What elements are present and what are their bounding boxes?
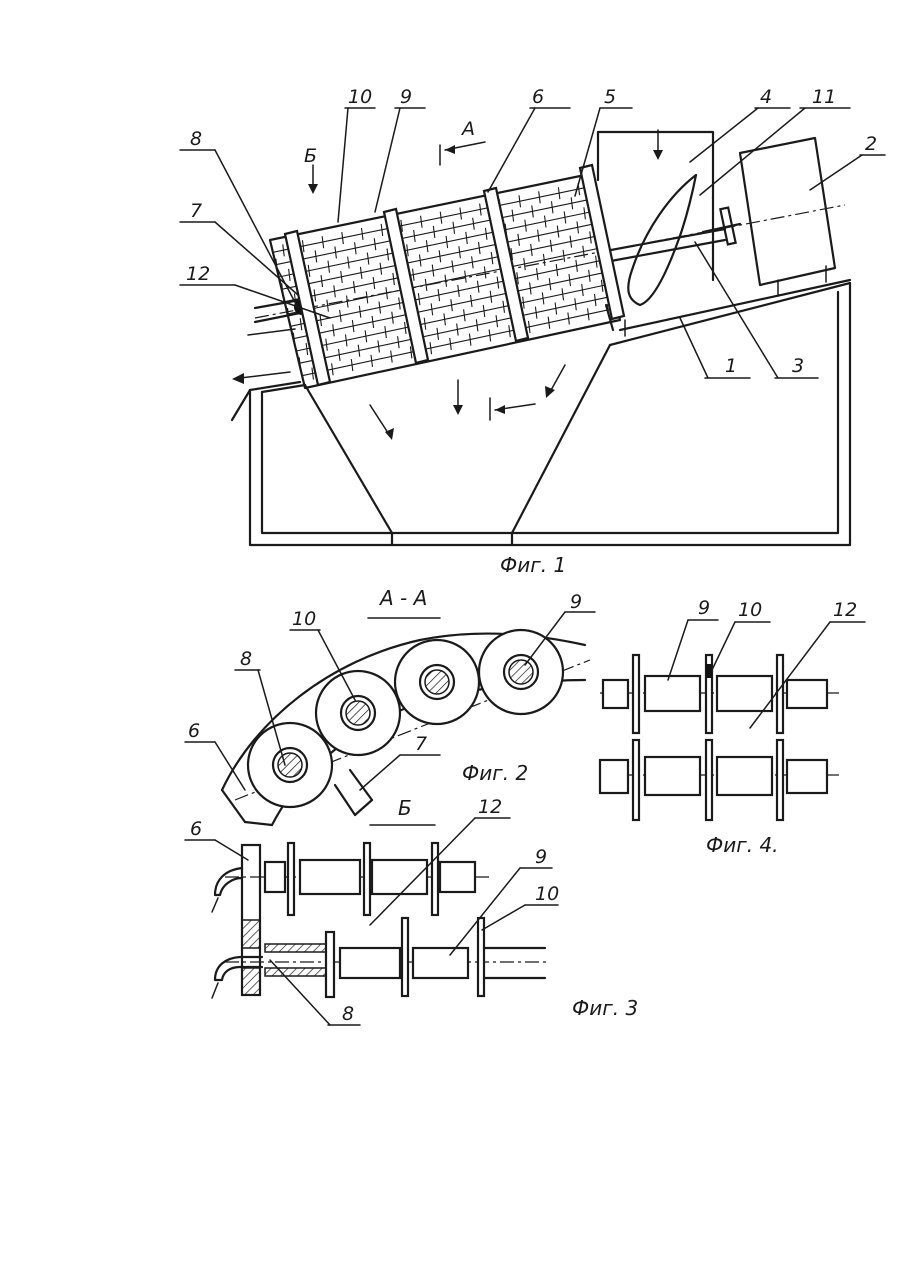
fig4-label-9: 9 <box>698 597 710 619</box>
fig4-lower-shaft <box>600 740 840 820</box>
fig3-label-8: 8 <box>342 1003 354 1025</box>
fig1-label-6: 6 <box>532 86 544 108</box>
fig1-caption: Фиг. 1 <box>500 553 566 577</box>
fig1-label-4: 4 <box>760 86 772 108</box>
fig2-caption: Фиг. 2 <box>462 761 528 785</box>
fig3-view-title: Б <box>398 796 412 820</box>
fig2-label-10: 10 <box>292 608 316 630</box>
fig2-drawing: А - А 8 <box>185 586 595 825</box>
fig1-label-7: 7 <box>190 200 202 222</box>
fig3-label-9: 9 <box>535 846 547 868</box>
fig1-label-2: 2 <box>865 133 877 155</box>
fig2-label-8: 8 <box>240 648 252 670</box>
fig3-caption: Фиг. 3 <box>572 996 638 1020</box>
fig1-motor <box>740 138 835 296</box>
fig2-section-title: А - А <box>378 586 427 610</box>
fig1-label-11: 11 <box>812 86 836 108</box>
fig1-leaders <box>180 108 885 378</box>
fig3-drawing: Б 6 12 9 <box>185 796 638 1025</box>
fig3-label-10: 10 <box>535 883 559 905</box>
fig4-label-12: 12 <box>833 599 857 621</box>
fig1-label-5: 5 <box>604 86 616 108</box>
fig1-label-12: 12 <box>186 263 210 285</box>
fig1-drawing: 10 9 6 5 4 11 2 8 7 12 1 3 А Б Фиг. 1 <box>180 86 885 577</box>
fig1-label-3: 3 <box>792 355 804 377</box>
fig1-view-A: А <box>460 118 475 140</box>
fig2-label-9: 9 <box>570 591 582 613</box>
fig2-label-7: 7 <box>415 733 427 755</box>
fig2-label-6: 6 <box>188 720 200 742</box>
fig3-label-6: 6 <box>190 818 202 840</box>
fig4-upper-shaft <box>600 655 840 733</box>
fig1-screen-drum <box>255 165 845 388</box>
fig1-frame <box>232 280 850 545</box>
fig4-label-10: 10 <box>738 599 762 621</box>
fig3-label-12: 12 <box>478 796 502 818</box>
fig4-drawing: 9 10 12 Фиг. 4. <box>600 597 865 857</box>
fig1-label-9: 9 <box>400 86 412 108</box>
fig1-view-B: Б <box>304 145 317 167</box>
fig1-label-10: 10 <box>348 86 372 108</box>
fig4-caption: Фиг. 4. <box>706 833 779 857</box>
fig1-label-8: 8 <box>190 128 202 150</box>
fig1-label-1: 1 <box>725 355 737 377</box>
